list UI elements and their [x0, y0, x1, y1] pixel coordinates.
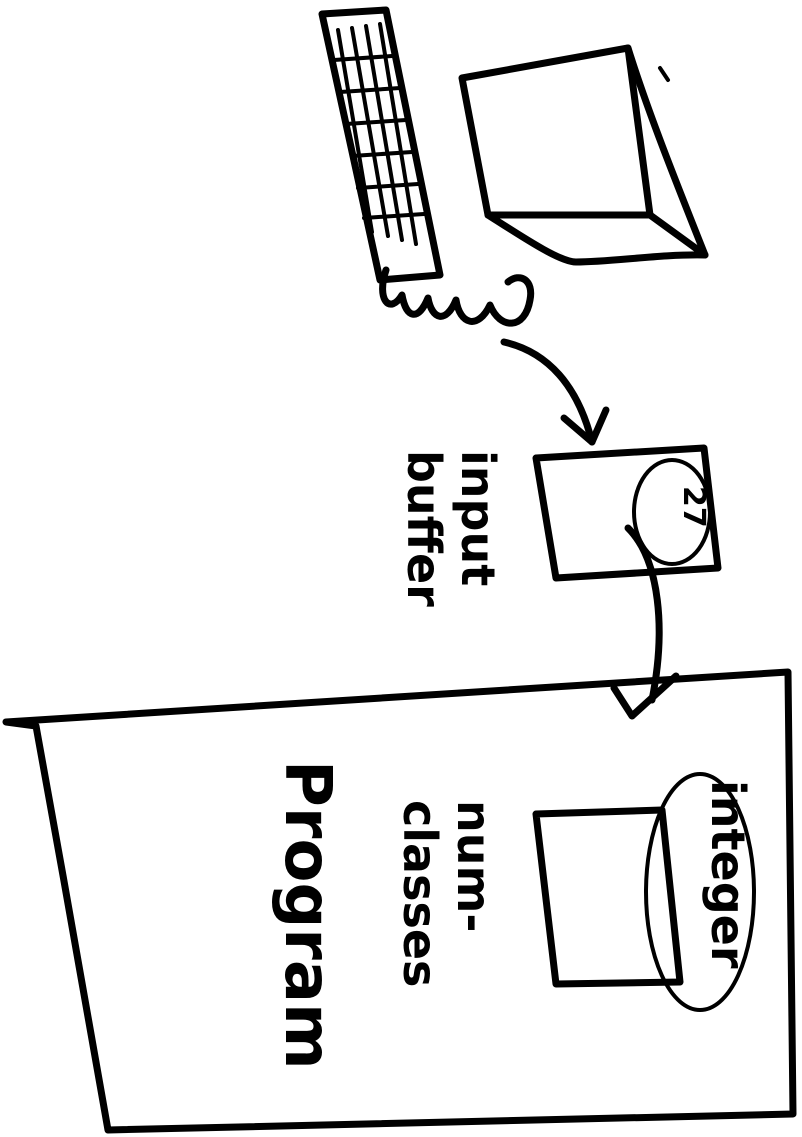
monitor-icon [462, 48, 705, 262]
variable-type-label: integer [701, 780, 755, 969]
program-label: Program [270, 760, 344, 1070]
variable-name-line2: classes [393, 800, 447, 987]
input-buffer-label-line1: input [451, 450, 505, 586]
input-buffer-label-line2: buffer [397, 450, 451, 607]
buffer-value: 27 [676, 486, 711, 528]
variable-name-line1: num- [447, 800, 501, 933]
arrow-buffer-to-program [614, 528, 676, 716]
keyboard-icon [322, 10, 440, 280]
arrow-keyboard-to-buffer [504, 342, 606, 442]
